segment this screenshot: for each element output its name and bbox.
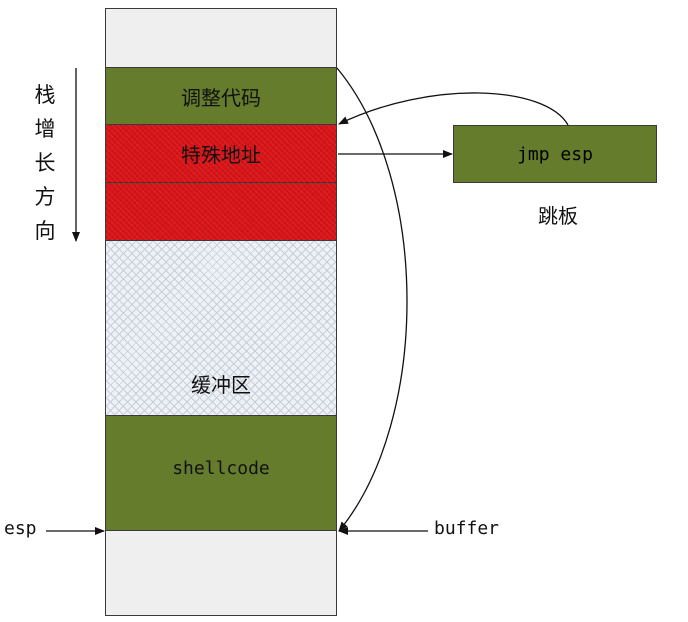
esp-pointer-label: esp [4, 518, 37, 539]
buffer-area-label: 缓冲区 [191, 373, 251, 397]
buffer-area-block: 缓冲区 [105, 240, 337, 416]
special-address-block: 特殊地址 [105, 124, 337, 183]
direction-char: 栈 [34, 83, 56, 107]
stack-growth-direction-label: 栈 增 长 方 向 [30, 78, 60, 248]
direction-char: 增 [34, 117, 56, 141]
stack-top-empty-slot [105, 8, 337, 68]
direction-char: 长 [34, 151, 56, 175]
direction-char: 方 [34, 185, 56, 209]
special-address-label: 特殊地址 [181, 143, 261, 167]
adjust-code-to-buffer-arrow [336, 67, 408, 532]
trampoline-to-adjust-code-arrow [338, 92, 569, 126]
stack-bottom-empty-slot [105, 530, 337, 616]
adjust-code-block: 调整代码 [105, 67, 337, 125]
trampoline-box: jmp esp [453, 125, 657, 183]
direction-char: 向 [34, 219, 56, 243]
buffer-pointer-label: buffer [434, 518, 500, 539]
jmp-esp-label: jmp esp [517, 143, 593, 165]
adjust-code-label: 调整代码 [181, 85, 261, 110]
shellcode-block: shellcode [105, 415, 337, 531]
shellcode-label: shellcode [172, 458, 270, 479]
trampoline-caption: 跳板 [538, 204, 578, 228]
